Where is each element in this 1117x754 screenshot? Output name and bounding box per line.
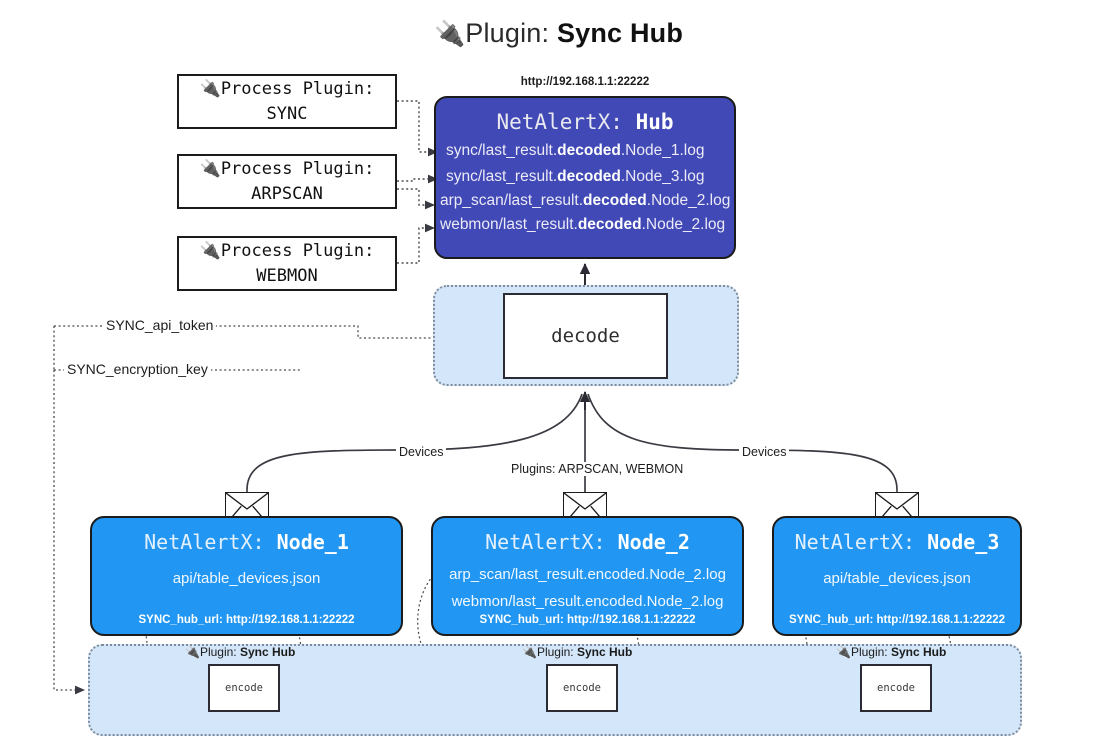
node-title: NetAlertX: Node_3 — [794, 530, 1000, 554]
page-title: 🔌Plugin: Sync Hub — [0, 18, 1117, 49]
edge-label-devices-right: Devices — [739, 445, 790, 459]
node-line: api/table_devices.json — [823, 570, 971, 587]
plug-icon: 🔌 — [199, 158, 221, 179]
plug-icon: 🔌 — [522, 645, 537, 659]
encode-box[interactable]: encode — [546, 664, 618, 712]
encode-plugin-label: 🔌Plugin: Sync Hub — [522, 645, 633, 659]
hub-title: NetAlertX: Hub — [496, 110, 674, 134]
process-plugin-line1: 🔌Process Plugin: — [199, 240, 375, 261]
edge-label-plugins-center: Plugins: ARPSCAN, WEBMON — [508, 462, 687, 476]
node-box-node-3[interactable]: NetAlertX: Node_3 api/table_devices.json… — [772, 516, 1022, 636]
process-plugin-box[interactable]: 🔌Process Plugin: SYNC — [177, 74, 397, 129]
node-hub-url: SYNC_hub_url: http://192.168.1.1:22222 — [479, 614, 696, 626]
plug-icon: 🔌 — [199, 78, 221, 99]
hub-url: http://192.168.1.1:22222 — [520, 76, 650, 88]
plug-icon: 🔌 — [199, 240, 221, 261]
sync-api-token-label: SYNC_api_token — [103, 317, 217, 333]
page-title-prefix: Plugin: — [465, 18, 550, 48]
process-plugin-box[interactable]: 🔌Process Plugin: WEBMON — [177, 236, 397, 291]
encode-plugin-label: 🔌Plugin: Sync Hub — [185, 645, 296, 659]
hub-node[interactable]: NetAlertX: Hub sync/last_result.decoded.… — [434, 96, 736, 259]
process-plugin-line2: ARPSCAN — [251, 183, 323, 204]
hub-log-row: sync/last_result.decoded.Node_3.log — [446, 168, 705, 185]
node-line: webmon/last_result.encoded.Node_2.log — [451, 593, 724, 610]
encode-plugin-label: 🔌Plugin: Sync Hub — [836, 645, 947, 659]
encode-box[interactable]: encode — [208, 664, 280, 712]
hub-log-row: webmon/last_result.decoded.Node_2.log — [440, 216, 726, 233]
plug-icon: 🔌 — [836, 645, 851, 659]
node-line: api/table_devices.json — [172, 570, 321, 587]
node-line: arp_scan/last_result.encoded.Node_2.log — [449, 566, 726, 583]
process-plugin-line2: WEBMON — [256, 265, 318, 286]
plug-icon: 🔌 — [185, 645, 200, 659]
node-title: NetAlertX: Node_2 — [485, 530, 690, 554]
node-hub-url: SYNC_hub_url: http://192.168.1.1:22222 — [138, 614, 355, 626]
edge-label-devices-left: Devices — [396, 445, 447, 459]
process-plugin-line2: SYNC — [266, 103, 308, 124]
process-plugin-line1: 🔌Process Plugin: — [199, 158, 375, 179]
process-plugin-line1: 🔌Process Plugin: — [199, 78, 375, 99]
page-title-name: Sync Hub — [556, 18, 684, 48]
hub-log-row: sync/last_result.decoded.Node_1.log — [446, 142, 705, 159]
encode-box[interactable]: encode — [860, 664, 932, 712]
node-box-node-2[interactable]: NetAlertX: Node_2 arp_scan/last_result.e… — [431, 516, 744, 636]
node-box-node-1[interactable]: NetAlertX: Node_1 api/table_devices.json… — [90, 516, 403, 636]
node-title: NetAlertX: Node_1 — [144, 530, 349, 554]
decode-box[interactable]: decode — [503, 293, 668, 379]
hub-log-row: arp_scan/last_result.decoded.Node_2.log — [440, 192, 731, 209]
node-hub-url: SYNC_hub_url: http://192.168.1.1:22222 — [788, 614, 1006, 626]
sync-encryption-key-label: SYNC_encryption_key — [64, 361, 211, 377]
process-plugin-box[interactable]: 🔌Process Plugin: ARPSCAN — [177, 154, 397, 209]
plug-icon: 🔌 — [433, 20, 466, 48]
